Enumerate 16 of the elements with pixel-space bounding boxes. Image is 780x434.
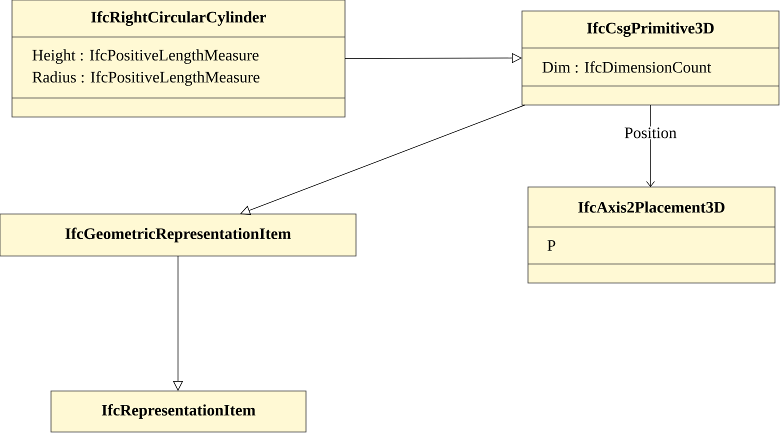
- class-box: [0, 214, 356, 256]
- attribute-text: Radius : IfcPositiveLengthMeasure: [32, 71, 260, 86]
- class-name: IfcGeometricRepresentationItem: [65, 228, 291, 242]
- arrow: [240, 104, 526, 216]
- class-name: IfcRightCircularCylinder: [91, 11, 266, 26]
- attribute-text: Height : IfcPositiveLengthMeasure: [32, 49, 258, 64]
- edge-label: Position: [623, 126, 678, 140]
- class-box: [522, 10, 780, 106]
- class-box: [50, 390, 306, 432]
- attribute-text: P: [547, 240, 556, 251]
- class-name: IfcAxis2Placement3D: [578, 201, 724, 213]
- class-box: [12, 0, 346, 118]
- attribute-text: Dim : IfcDimensionCount: [542, 61, 712, 73]
- class-box: [528, 186, 776, 284]
- class-name: IfcRepresentationItem: [102, 404, 256, 419]
- class-name: IfcCsgPrimitive3D: [587, 22, 714, 37]
